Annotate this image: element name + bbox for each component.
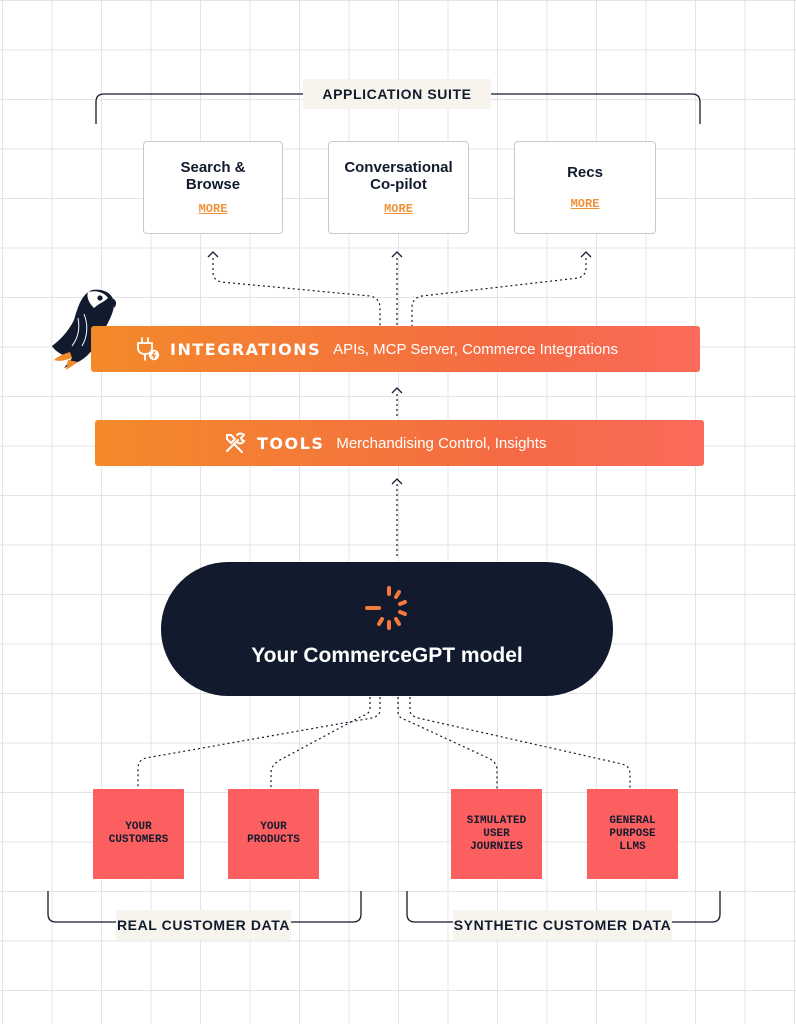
tools-bar: TOOLS Merchandising Control, Insights: [95, 420, 704, 466]
tools-title: TOOLS: [257, 433, 325, 453]
arrow-integrations: [391, 387, 403, 394]
application-suite-label: APPLICATION SUITE: [303, 79, 491, 109]
integrations-bar: INTEGRATIONS APIs, MCP Server, Commerce …: [91, 326, 700, 372]
connector-customers: [137, 697, 381, 789]
app-card-search-browse[interactable]: Search & Browse MORE: [143, 141, 283, 234]
arrow-search: [207, 251, 219, 258]
more-link[interactable]: MORE: [198, 202, 228, 216]
commercegpt-model: Your CommerceGPT model: [161, 562, 613, 696]
plug-icon: [137, 337, 160, 361]
arrow-recs: [580, 251, 592, 258]
more-link[interactable]: MORE: [384, 202, 413, 216]
parrot-mascot-icon: [52, 289, 117, 370]
connector-products: [270, 697, 371, 789]
app-title: Recs: [567, 164, 603, 181]
app-card-recs[interactable]: Recs MORE: [514, 141, 656, 234]
real-customer-data-label: REAL CUSTOMER DATA: [116, 910, 291, 940]
spinner-icon: [365, 586, 407, 630]
model-label: Your CommerceGPT model: [251, 644, 523, 667]
tools-icon: [226, 432, 246, 453]
source-simulated-user-journies: SIMULATED USER JOURNIES: [451, 789, 542, 879]
source-general-purpose-llms: GENERAL PURPOSE LLMS: [587, 789, 678, 879]
integrations-description: APIs, MCP Server, Commerce Integrations: [333, 340, 618, 358]
connector-llms: [409, 697, 631, 789]
synthetic-customer-data-label: SYNTHETIC CUSTOMER DATA: [453, 910, 672, 940]
connector-search: [212, 258, 381, 326]
app-title: Conversational Co-pilot: [344, 159, 453, 193]
source-your-products: YOUR PRODUCTS: [228, 789, 319, 879]
arrow-tools: [391, 478, 403, 485]
integrations-title: INTEGRATIONS: [170, 339, 322, 359]
source-your-customers: YOUR CUSTOMERS: [93, 789, 184, 879]
connector-recs: [411, 258, 587, 326]
tools-description: Merchandising Control, Insights: [336, 434, 547, 452]
arrow-copilot: [391, 251, 403, 258]
app-title: Search & Browse: [180, 159, 246, 193]
more-link[interactable]: MORE: [570, 197, 600, 211]
app-card-conversational-copilot[interactable]: Conversational Co-pilot MORE: [328, 141, 469, 234]
connector-journies: [397, 697, 498, 789]
